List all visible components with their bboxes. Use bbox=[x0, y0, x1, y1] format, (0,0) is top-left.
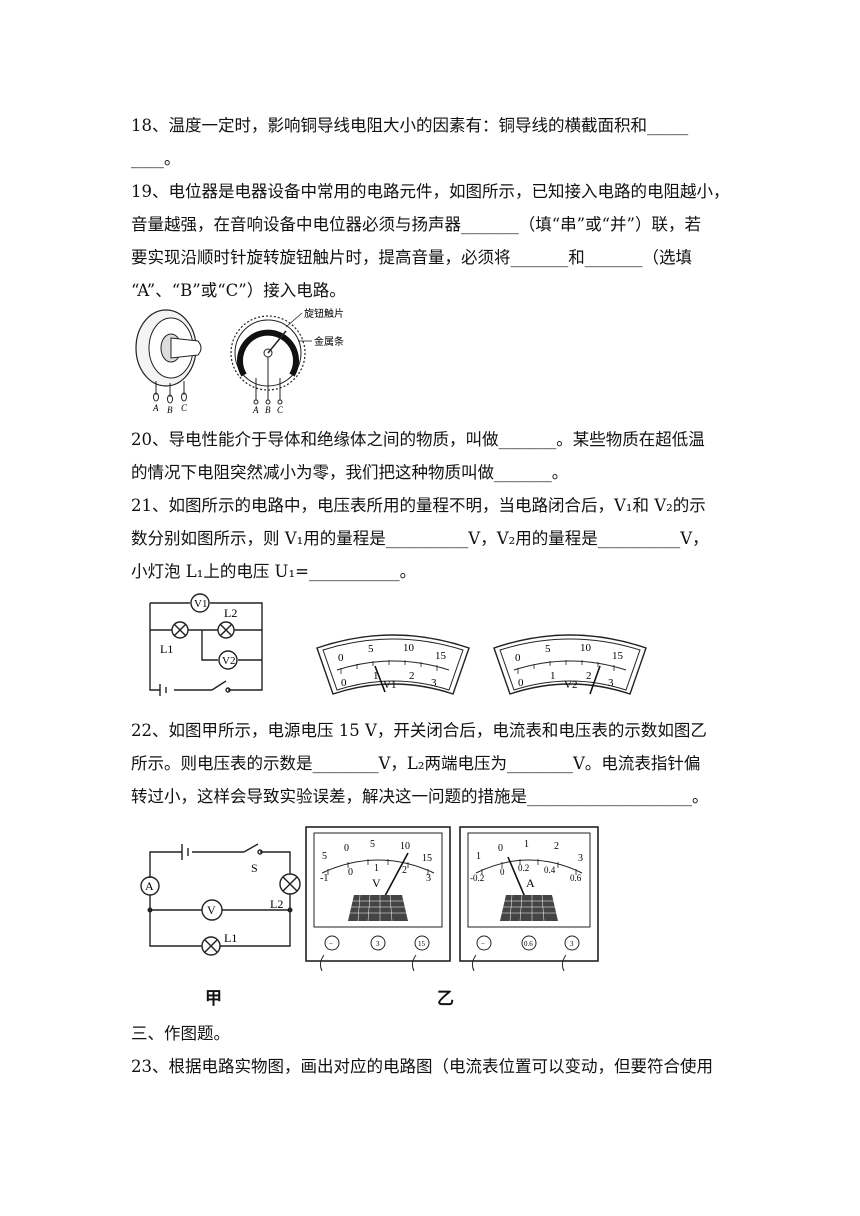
q22-line1: 22、如图甲所示，电源电压 15 V，开关闭合后，电流表和电压表的示数如图乙 bbox=[131, 721, 707, 740]
m2-top-2: 10 bbox=[580, 642, 592, 654]
switch-s-label: S bbox=[251, 861, 258, 875]
vm-bot-4: 3 bbox=[426, 873, 431, 884]
vm-bot-2: 1 bbox=[374, 863, 379, 874]
m1-bot-2: 2 bbox=[409, 670, 415, 682]
terminal-b-label-2: B bbox=[265, 405, 271, 415]
q21-meter-v2: 0 5 10 15 0 1 2 3 V2 bbox=[493, 634, 647, 695]
vm-bot-3: 2 bbox=[402, 865, 407, 876]
am-bot-0: -0.2 bbox=[470, 873, 484, 883]
q19-line2: 音量越强，在音响设备中电位器必须与扬声器_______（填“串”或“并”）联，若 bbox=[131, 215, 701, 234]
terminal-a-label: A bbox=[152, 403, 159, 413]
m1-top-3: 15 bbox=[435, 650, 447, 662]
potentiometer-figure: A B C A B C 旋钮触片 金属条 bbox=[135, 307, 344, 415]
terminal-c-label: C bbox=[181, 403, 188, 413]
vm-term-neg: − bbox=[329, 940, 333, 948]
m1-bot-0: 0 bbox=[341, 677, 347, 689]
am-top-1: 0 bbox=[498, 843, 503, 854]
q22-circuit-jia: A S V L2 L1 bbox=[140, 843, 301, 956]
am-bot-1: 0 bbox=[500, 867, 505, 877]
meter2-label: V2 bbox=[564, 679, 577, 691]
terminal-c-label-2: C bbox=[277, 405, 284, 415]
q22-ammeter: 1 0 1 2 3 -0.2 0 0.2 0.4 0.6 A − 0.6 3 bbox=[459, 826, 599, 971]
v2-label: V2 bbox=[222, 655, 235, 667]
metal-strip-label: 金属条 bbox=[314, 335, 344, 348]
q22-voltmeter: 5 0 5 10 15 -1 0 1 2 3 V − 3 15 bbox=[305, 826, 451, 971]
am-bot-2: 0.2 bbox=[518, 863, 529, 873]
vm-top-3: 10 bbox=[400, 841, 410, 852]
v1-label: V1 bbox=[194, 598, 207, 610]
am-top-4: 3 bbox=[578, 853, 583, 864]
vm-term-15: 15 bbox=[418, 940, 426, 948]
m2-top-3: 15 bbox=[612, 650, 624, 662]
voltmeter-symbol-label: V bbox=[207, 903, 216, 917]
m2-bot-1: 1 bbox=[550, 670, 556, 682]
m2-bot-2: 2 bbox=[586, 670, 592, 682]
am-top-2: 1 bbox=[524, 839, 529, 850]
l1-label-q22: L1 bbox=[224, 931, 237, 945]
terminal-b-label: B bbox=[167, 405, 173, 415]
q20-line1: 20、导电性能介于导体和绝缘体之间的物质，叫做_______。某些物质在超低温 bbox=[131, 430, 705, 449]
q19-line3: 要实现沿顺时针旋转旋钮触片时，提高音量，必须将_______和_______（选… bbox=[131, 248, 692, 267]
q21-circuit-diagram: V1 L2 L1 V2 bbox=[149, 593, 263, 696]
am-top-0: 1 bbox=[476, 851, 481, 862]
ammeter-symbol-label: A bbox=[145, 879, 154, 893]
m1-top-1: 5 bbox=[368, 643, 374, 655]
m1-top-0: 0 bbox=[338, 652, 344, 664]
m2-bot-3: 3 bbox=[608, 677, 614, 689]
terminal-a-label-2: A bbox=[252, 405, 259, 415]
vm-bot-1: 0 bbox=[348, 867, 353, 878]
am-term-3: 3 bbox=[570, 940, 574, 948]
vm-top-2: 5 bbox=[370, 839, 375, 850]
vm-bot-0: -1 bbox=[320, 873, 328, 884]
m2-top-1: 5 bbox=[545, 643, 551, 655]
vm-top-1: 0 bbox=[344, 843, 349, 854]
am-bot-4: 0.6 bbox=[570, 873, 582, 883]
section-3-heading: 三、作图题。 bbox=[131, 1024, 230, 1043]
l1-label: L1 bbox=[160, 642, 173, 656]
m1-bot-1: 1 bbox=[373, 670, 379, 682]
q21-line3: 小灯泡 L₁上的电压 U₁=___________。 bbox=[131, 562, 417, 581]
am-top-3: 2 bbox=[554, 841, 559, 852]
am-term-06: 0.6 bbox=[524, 940, 533, 948]
q21-line2: 数分别如图所示，则 V₁用的量程是__________V，V₂用的量程是____… bbox=[131, 529, 709, 548]
q18-line2: ____。 bbox=[131, 149, 181, 168]
m2-top-0: 0 bbox=[515, 652, 521, 664]
am-bot-3: 0.4 bbox=[544, 865, 556, 875]
vm-top-4: 15 bbox=[422, 853, 432, 864]
q18-line1: 18、温度一定时，影响铜导线电阻大小的因素有：铜导线的横截面积和_____ bbox=[131, 116, 689, 135]
q20-line2: 的情况下电阻突然减小为零，我们把这种物质叫做_______。 bbox=[131, 463, 569, 482]
q23-line1: 23、根据电路实物图，画出对应的电路图（电流表位置可以变动，但要符合使用 bbox=[131, 1057, 713, 1076]
m2-bot-0: 0 bbox=[518, 677, 524, 689]
l2-label-q22: L2 bbox=[270, 897, 283, 911]
ammeter-dial-label: A bbox=[526, 876, 535, 890]
l2-label: L2 bbox=[224, 606, 237, 620]
voltmeter-dial-label: V bbox=[372, 876, 381, 890]
q19-line1: 19、电位器是电器设备中常用的电路元件，如图所示，已知接入电路的电阻越小， bbox=[131, 182, 730, 201]
vm-term-3: 3 bbox=[376, 940, 380, 948]
q22-line2: 所示。则电压表的示数是________V，L₂两端电压为________V。电流… bbox=[131, 754, 701, 773]
figure-jia-label: 甲 bbox=[205, 989, 222, 1009]
m1-top-2: 10 bbox=[403, 642, 415, 654]
vm-top-0: 5 bbox=[322, 851, 327, 862]
q21-line1: 21、如图所示的电路中，电压表所用的量程不明，当电路闭合后，V₁和 V₂的示 bbox=[131, 496, 706, 515]
m1-bot-3: 3 bbox=[431, 677, 437, 689]
q19-line4: “A”、“B”或“C”）接入电路。 bbox=[131, 281, 346, 300]
q22-line3: 转过小，这样会导致实验误差，解决这一问题的措施是________________… bbox=[131, 787, 709, 806]
knob-contact-label: 旋钮触片 bbox=[304, 307, 344, 320]
am-term-neg: − bbox=[481, 940, 485, 948]
figure-yi-label: 乙 bbox=[437, 989, 454, 1009]
meter1-label: V1 bbox=[383, 679, 396, 691]
q21-meter-v1: 0 5 10 15 0 1 2 3 V1 bbox=[316, 634, 470, 695]
